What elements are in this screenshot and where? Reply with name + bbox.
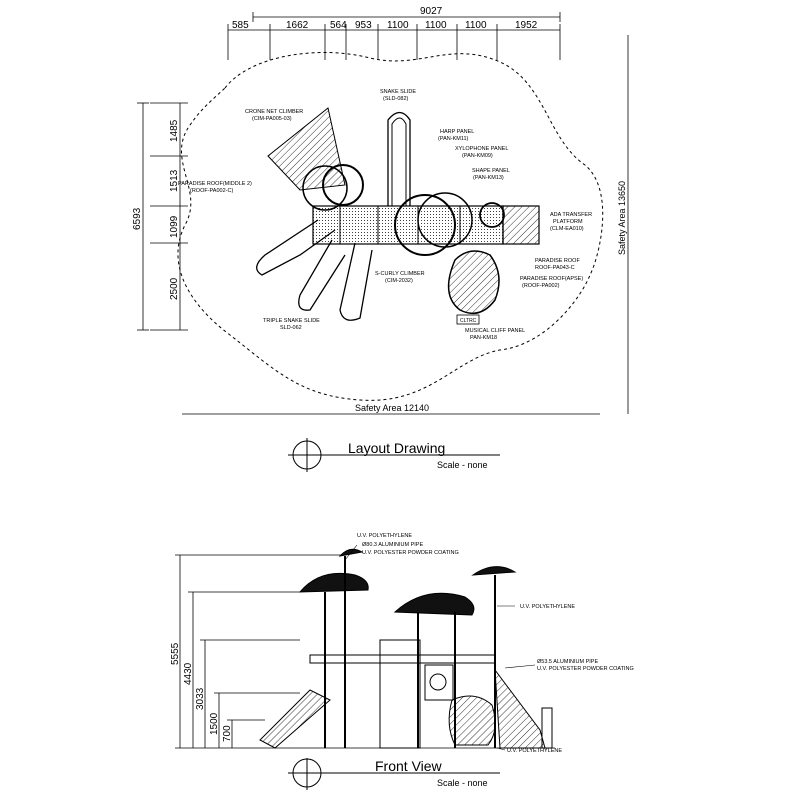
layout-title-block: Layout Drawing Scale - none	[288, 438, 500, 472]
ada-transfer-platform	[502, 205, 540, 245]
label-paradise-roof-2: PARADISE ROOF	[535, 258, 580, 264]
front-panel	[424, 664, 454, 701]
callout-3: U.V. POLYESTER POWDER COATING	[362, 550, 459, 556]
label-crone-net-climber: CRONE NET CLIMBER	[245, 109, 303, 115]
dim-segment-6: 1100	[425, 20, 447, 31]
safety-area-width: Safety Area 12140	[355, 403, 429, 413]
label-xylophone-panel-code: (PAN-KM09)	[462, 153, 493, 159]
layout-labels: CRONE NET CLIMBER (CIM-PA005-03) SNAKE S…	[178, 89, 592, 341]
label-ada-1: ADA TRANSFER	[550, 212, 592, 218]
label-xylophone-panel: XYLOPHONE PANEL	[455, 146, 508, 152]
callout-4: U.V. POLYETHYLENE	[520, 604, 575, 610]
front-scale: Scale - none	[437, 778, 488, 788]
dim-segment-8: 1952	[515, 20, 538, 31]
label-harp-panel-code: (PAN-KM11)	[438, 136, 469, 142]
layout-plan: CLTRC	[256, 107, 540, 325]
roof-circle-3	[479, 202, 505, 228]
front-title-block: Front View Scale - none	[288, 758, 500, 790]
callout-2: Ø80.3 ALUMINIUM PIPE	[362, 542, 423, 548]
label-paradise-roof-1-code: (ROOF-PA002-C)	[190, 188, 233, 194]
callout-5: Ø53.5 ALUMINIUM PIPE	[537, 659, 598, 665]
dim-left-2: 1513	[169, 169, 180, 192]
height-3033: 3033	[195, 687, 206, 710]
front-elevation	[259, 544, 553, 751]
height-1500: 1500	[209, 712, 220, 735]
label-musical-cliff-panel-code: PAN-KM18	[470, 335, 497, 341]
label-snake-slide: SNAKE SLIDE	[380, 89, 416, 95]
height-5555: 5555	[170, 642, 181, 665]
label-ada-code: (CLM-EA010)	[550, 226, 584, 232]
label-ada-2: PLATFORM	[553, 219, 583, 225]
triple-slide-2	[298, 239, 346, 311]
central-deck	[312, 205, 504, 245]
height-4430: 4430	[183, 662, 194, 685]
label-harp-panel: HARP PANEL	[440, 129, 474, 135]
label-paradise-roof-2-code: ROOF-PA043-C	[535, 265, 575, 271]
height-700: 700	[222, 725, 233, 742]
front-title: Front View	[375, 758, 443, 774]
left-dimension-chain: 6593 1485 1513 1099 2500	[132, 102, 188, 331]
dim-segment-2: 1662	[286, 20, 309, 31]
triple-slide-1	[256, 219, 336, 276]
cltrc-box	[456, 314, 480, 325]
label-paradise-roof-3-code: (ROOF-PA002)	[522, 283, 560, 289]
roof-left	[298, 572, 369, 593]
safety-area: Safety Area 12140 Safety Area 13650	[177, 35, 629, 415]
front-boulder	[448, 695, 496, 746]
roof-center	[393, 592, 475, 616]
label-paradise-roof-3: PARADISE ROOF(APSE)	[520, 276, 583, 282]
front-height-dimensions: 5555 4430 3033 1500 700	[170, 554, 555, 749]
label-s-curly-climber: S-CURLY CLIMBER	[375, 271, 425, 277]
top-dimension-chain: 9027 585 1662 564 953 1100 1100 1100 195…	[227, 6, 561, 60]
callout-7: U.V. POLYETHYLENE	[507, 748, 562, 754]
roof-right	[471, 566, 517, 576]
layout-scale: Scale - none	[437, 460, 488, 470]
cltrc-label: CLTRC	[460, 318, 477, 324]
front-slide	[259, 689, 331, 749]
overall-width-label: 9027	[420, 6, 443, 17]
front-ramp	[494, 668, 546, 749]
label-shape-panel: SHAPE PANEL	[472, 168, 510, 174]
safety-area-height: Safety Area 13650	[617, 181, 627, 255]
label-triple-snake-slide: TRIPLE SNAKE SLIDE	[263, 318, 320, 324]
dim-segment-7: 1100	[465, 20, 487, 31]
musical-cliff-boulder	[447, 250, 500, 315]
dim-segment-4: 953	[355, 20, 372, 31]
front-callouts: U.V. POLYETHYLENE Ø80.3 ALUMINIUM PIPE U…	[357, 533, 634, 754]
callout-1: U.V. POLYETHYLENE	[357, 533, 412, 539]
label-crone-net-climber-code: (CIM-PA005-03)	[252, 116, 292, 122]
dim-left-1: 1485	[169, 119, 180, 142]
overall-height-label: 6593	[132, 207, 143, 230]
dim-segment-5: 1100	[387, 20, 409, 31]
snake-slide-top	[387, 111, 411, 206]
callout-6: U.V. POLYESTER POWDER COATING	[537, 666, 634, 672]
label-paradise-roof-1: PARADISE ROOF(MIDDLE 2)	[178, 181, 252, 187]
dim-segment-3: 564	[330, 20, 347, 31]
label-musical-cliff-panel: MUSICAL CLIFF PANEL	[465, 328, 525, 334]
triple-slide-3	[339, 242, 373, 321]
dim-left-4: 2500	[169, 277, 180, 300]
label-triple-snake-slide-code: SLD-062	[280, 325, 302, 331]
roof-circle-2	[394, 194, 456, 256]
safety-zone-outline	[177, 52, 604, 401]
dim-segment-1: 585	[232, 20, 249, 31]
crone-net-climber	[267, 107, 346, 191]
layout-title: Layout Drawing	[348, 440, 445, 456]
dim-left-3: 1099	[169, 215, 180, 238]
label-shape-panel-code: (PAN-KM13)	[473, 175, 504, 181]
label-snake-slide-code: (SLD-082)	[383, 96, 409, 102]
label-s-curly-climber-code: (CIM-2032)	[385, 278, 413, 284]
roof-circle-1	[322, 164, 364, 206]
